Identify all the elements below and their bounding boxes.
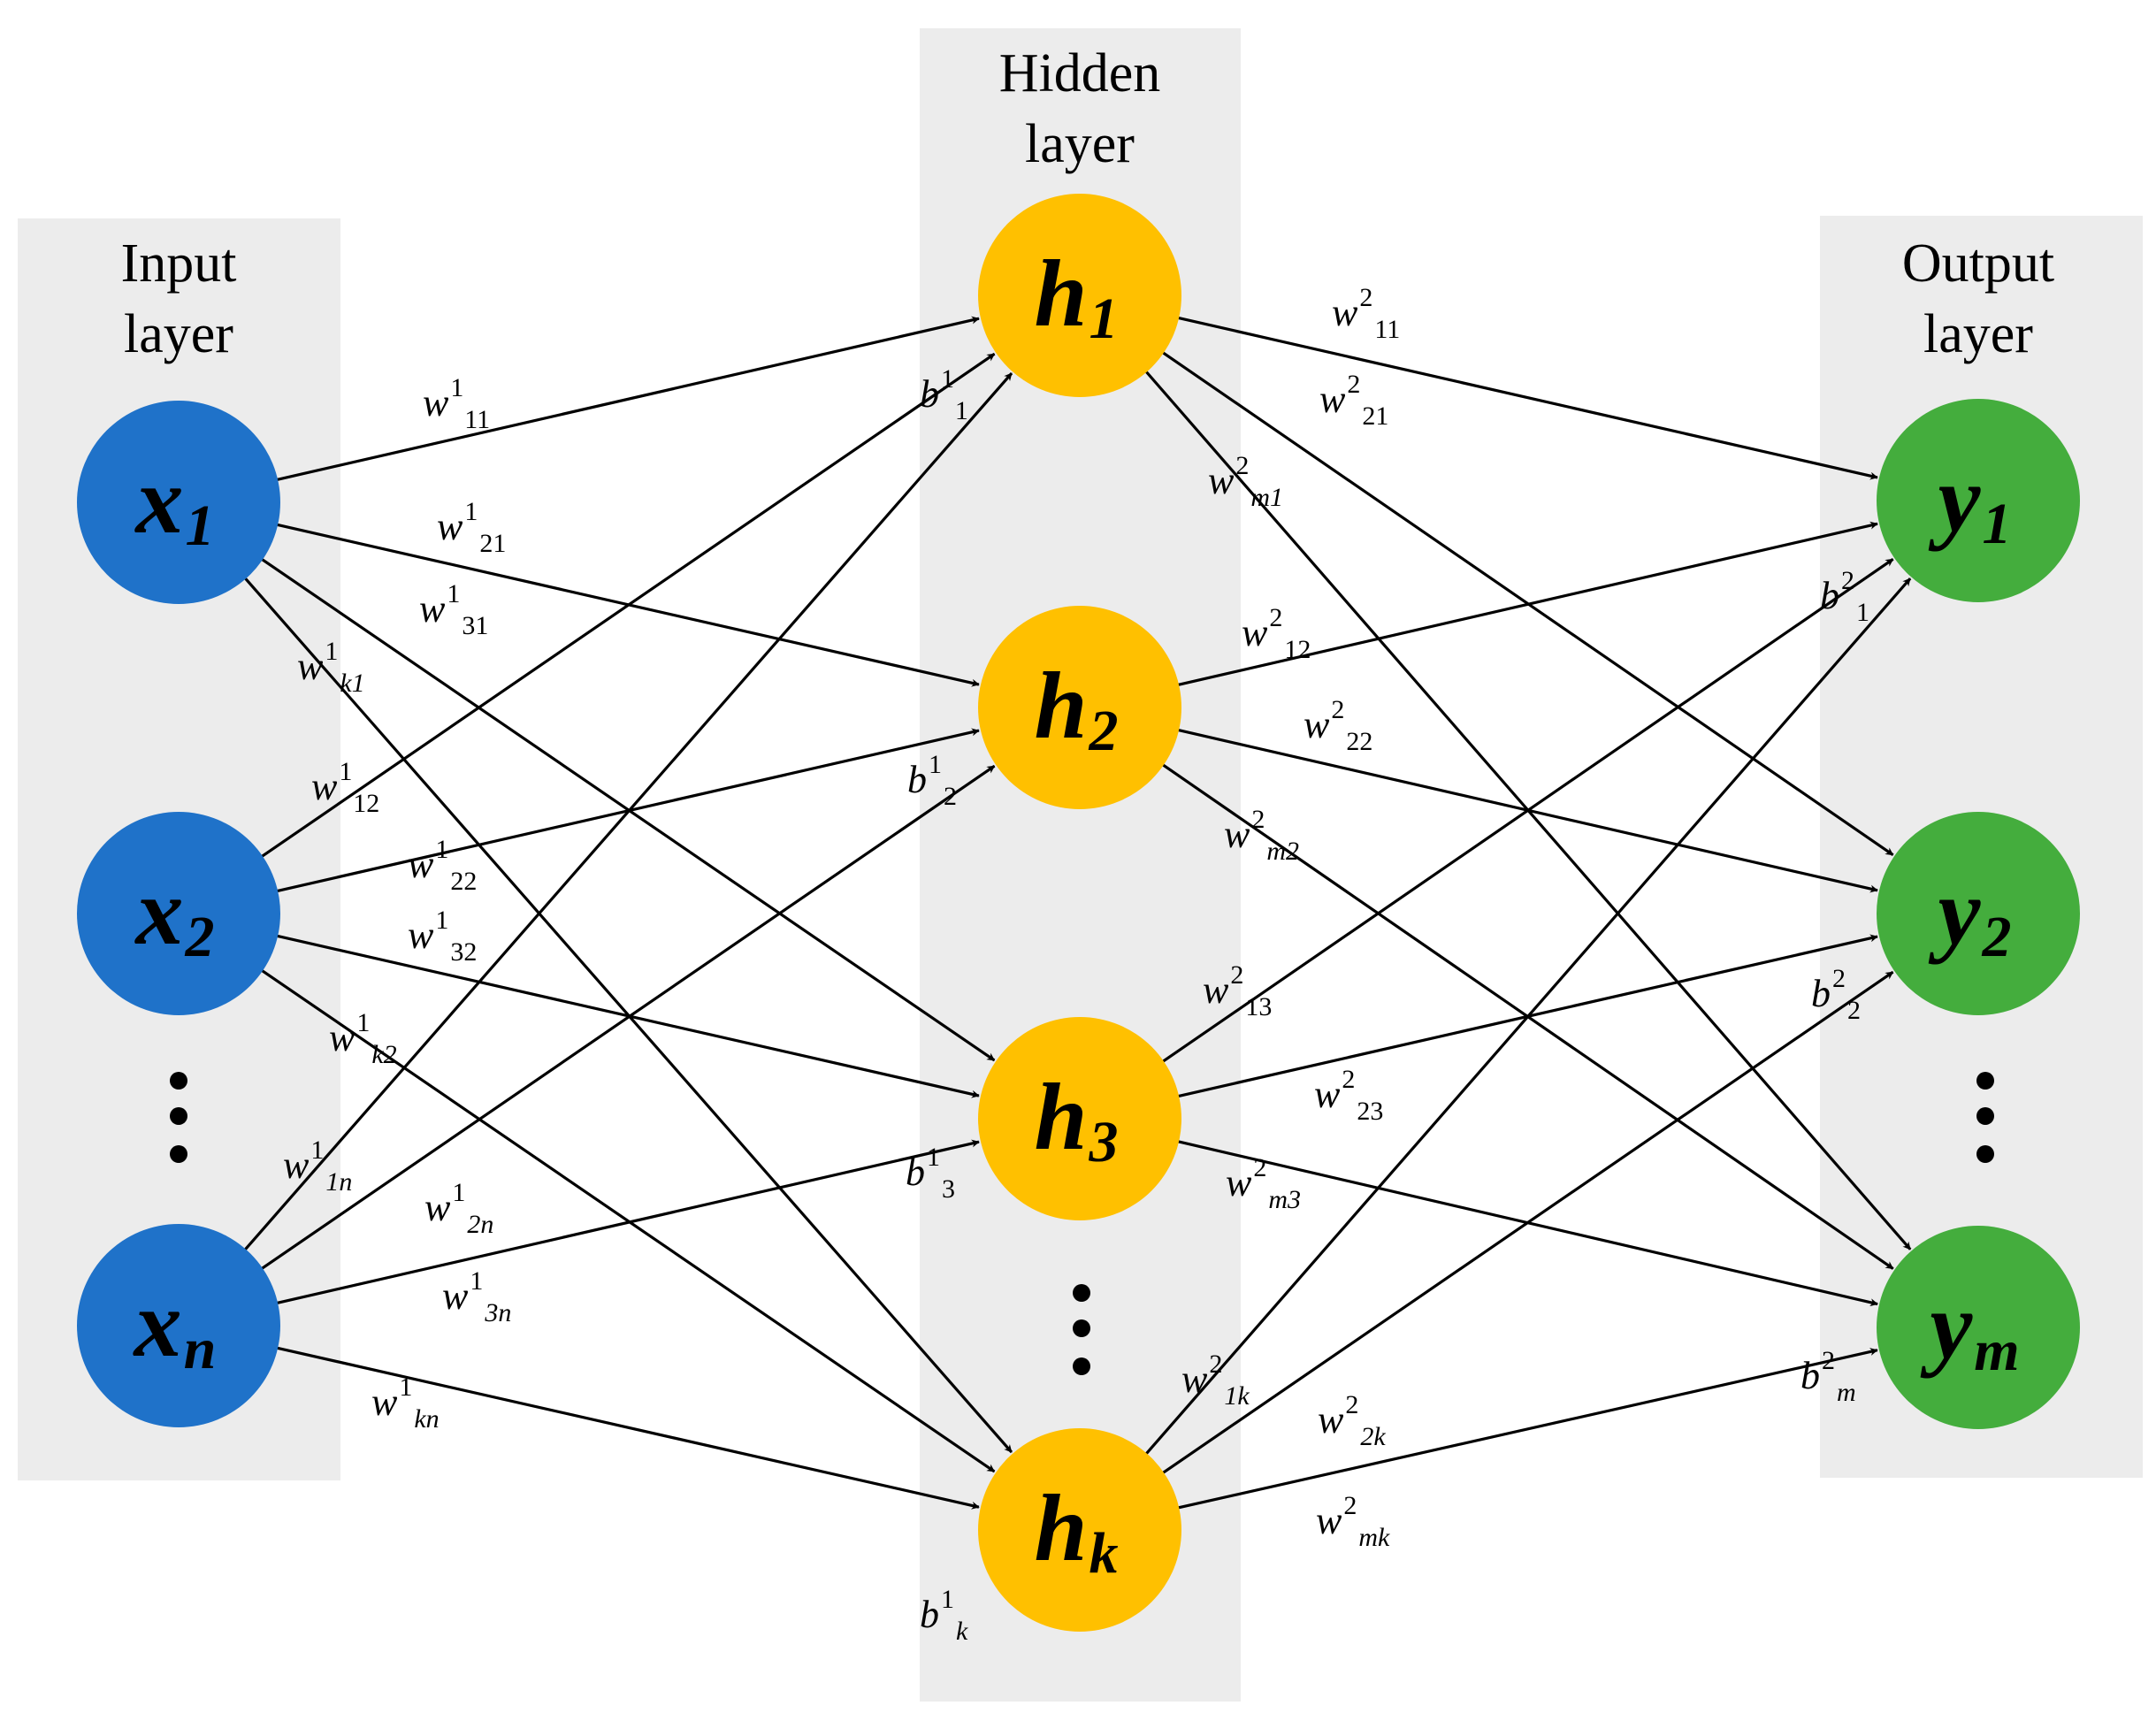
input-layer-title-line1: Input bbox=[121, 233, 237, 294]
weight-label-w1-k2: w1k2 bbox=[329, 1008, 397, 1069]
hidden-layer-title-line2: layer bbox=[1025, 114, 1135, 174]
hidden-layer-title-line1: Hidden bbox=[999, 43, 1161, 103]
input-layer-title-line2: layer bbox=[124, 304, 233, 364]
edge-hidden-2-to-output-1 bbox=[1157, 521, 1878, 692]
hidden-node-1-label: h1 bbox=[1034, 241, 1118, 351]
bias-label-b1-k: b1k bbox=[920, 1585, 968, 1646]
weight-label-w2-2k: w22k bbox=[1318, 1390, 1386, 1451]
input-node-2-circle bbox=[77, 812, 280, 1015]
edge-hidden-3-to-output-1 bbox=[1144, 557, 1894, 1075]
hidden-node-k: hk bbox=[978, 1428, 1181, 1632]
edge-input-2-to-hidden-1 bbox=[243, 352, 996, 870]
hidden-node-2-circle bbox=[978, 606, 1181, 809]
output-node-m: ym bbox=[1877, 1226, 2080, 1429]
edge-hidden-2-to-output-m bbox=[1144, 751, 1894, 1270]
output-layer-title-line2: layer bbox=[1923, 304, 2033, 364]
edge-hidden-1-to-output-1 bbox=[1157, 311, 1878, 480]
edge-hidden-3-to-output-m bbox=[1157, 1135, 1878, 1307]
output-node-2-circle bbox=[1877, 812, 2080, 1015]
edge-hidden-k-to-output-m bbox=[1157, 1348, 1878, 1514]
weight-label-w2-22: w222 bbox=[1304, 695, 1372, 756]
weight-label-w2-1k: w21k bbox=[1181, 1350, 1250, 1411]
hidden-node-1: h1 bbox=[978, 194, 1181, 397]
bias-label-b1-3: b13 bbox=[906, 1143, 955, 1204]
bias-label-b2-m: b2m bbox=[1800, 1346, 1856, 1407]
hidden-node-2-label: h2 bbox=[1034, 654, 1118, 763]
edge-input-2-to-hidden-k bbox=[243, 957, 996, 1473]
edge-hidden-k-to-output-2 bbox=[1144, 970, 1894, 1487]
bias-label-b1-1: b11 bbox=[920, 364, 968, 425]
edge-input-n-to-hidden-3 bbox=[256, 1139, 980, 1310]
weight-label-w1-22: w122 bbox=[408, 835, 477, 896]
output-node-1-circle bbox=[1877, 399, 2080, 602]
edge-input-2-to-hidden-2 bbox=[256, 728, 980, 898]
input-node-2-label: x2 bbox=[134, 860, 215, 969]
weight-label-w2-m2: w2m2 bbox=[1224, 805, 1299, 866]
edge-hidden-1-to-output-2 bbox=[1144, 339, 1894, 857]
weight-label-w1-31: w131 bbox=[419, 579, 488, 640]
weight-label-w1-11: w111 bbox=[423, 373, 490, 434]
input-node-n-label: xn bbox=[133, 1272, 217, 1381]
weight-label-w1-2n: w12n bbox=[424, 1178, 493, 1239]
weight-label-w1-21: w121 bbox=[437, 497, 506, 558]
weight-label-w2-m1: w2m1 bbox=[1208, 451, 1283, 512]
edge-input-n-to-hidden-1 bbox=[230, 372, 1013, 1267]
hidden-node-k-circle bbox=[978, 1428, 1181, 1632]
hidden-node-3-label: h3 bbox=[1034, 1065, 1118, 1174]
output-node-1: y1 bbox=[1877, 399, 2080, 602]
edge-input-n-to-hidden-2 bbox=[243, 764, 996, 1282]
bias-label-b2-2: b22 bbox=[1811, 964, 1861, 1025]
weight-label-w1-1n: w11n bbox=[283, 1136, 352, 1197]
hidden-node-3-circle bbox=[978, 1017, 1181, 1220]
edge-hidden-1-to-output-m bbox=[1130, 354, 1912, 1250]
input-node-1-label: x1 bbox=[134, 448, 215, 558]
edge-hidden-k-to-output-1 bbox=[1130, 577, 1912, 1472]
hidden-node-1-circle bbox=[978, 194, 1181, 397]
output-node-m-circle bbox=[1877, 1226, 2080, 1429]
hidden-node-k-label: hk bbox=[1034, 1476, 1118, 1586]
weight-label-w2-13: w213 bbox=[1203, 960, 1272, 1021]
weight-label-w1-3n: w13n bbox=[442, 1266, 511, 1327]
output-layer-title-line1: Output bbox=[1902, 233, 2054, 294]
edge-input-1-to-hidden-1 bbox=[256, 316, 980, 486]
input-node-n: xn bbox=[77, 1224, 280, 1427]
edge-input-1-to-hidden-k bbox=[230, 561, 1013, 1454]
hidden-ellipsis-dots bbox=[1073, 1284, 1090, 1375]
edge-input-n-to-hidden-k bbox=[256, 1342, 980, 1510]
weight-label-w1-32: w132 bbox=[408, 906, 477, 967]
edge-input-1-to-hidden-2 bbox=[256, 518, 980, 687]
weight-label-w2-21: w221 bbox=[1319, 370, 1388, 431]
hidden-node-3: h3 bbox=[978, 1017, 1181, 1220]
output-ellipsis-dots bbox=[1976, 1072, 1994, 1163]
edge-hidden-2-to-output-2 bbox=[1157, 723, 1878, 893]
hidden-node-2: h2 bbox=[978, 606, 1181, 809]
edge-hidden-3-to-output-2 bbox=[1157, 934, 1878, 1103]
network-nodes: x1 x2 xn h1 h2 h3 hk y1 y2 ym bbox=[77, 194, 2080, 1632]
input-ellipsis-dots bbox=[170, 1072, 187, 1163]
bias-label-b1-2: b12 bbox=[907, 750, 957, 811]
bias-label-b2-1: b21 bbox=[1820, 566, 1869, 627]
input-node-1: x1 bbox=[77, 401, 280, 604]
bias-labels: b11 b12 b13 b1k b21 b22 b2m bbox=[906, 364, 1869, 1646]
input-node-1-circle bbox=[77, 401, 280, 604]
weight-label-w2-12: w212 bbox=[1242, 603, 1311, 664]
weight-label-w2-11: w211 bbox=[1332, 283, 1400, 344]
input-node-2: x2 bbox=[77, 812, 280, 1015]
weight-label-w1-k1: w1k1 bbox=[297, 637, 365, 698]
edge-input-2-to-hidden-3 bbox=[256, 929, 980, 1098]
weight-label-w2-mk: w2mk bbox=[1316, 1491, 1390, 1552]
weight-label-w1-12: w112 bbox=[311, 757, 379, 818]
input-node-n-circle bbox=[77, 1224, 280, 1427]
weight-label-w1-kn: w1kn bbox=[371, 1373, 440, 1434]
weight-label-w2-m3: w2m3 bbox=[1226, 1153, 1301, 1214]
connection-edges bbox=[230, 311, 1912, 1514]
weight-label-w2-23: w223 bbox=[1314, 1065, 1383, 1126]
edge-input-1-to-hidden-3 bbox=[243, 546, 996, 1062]
output-node-2: y2 bbox=[1877, 812, 2080, 1015]
